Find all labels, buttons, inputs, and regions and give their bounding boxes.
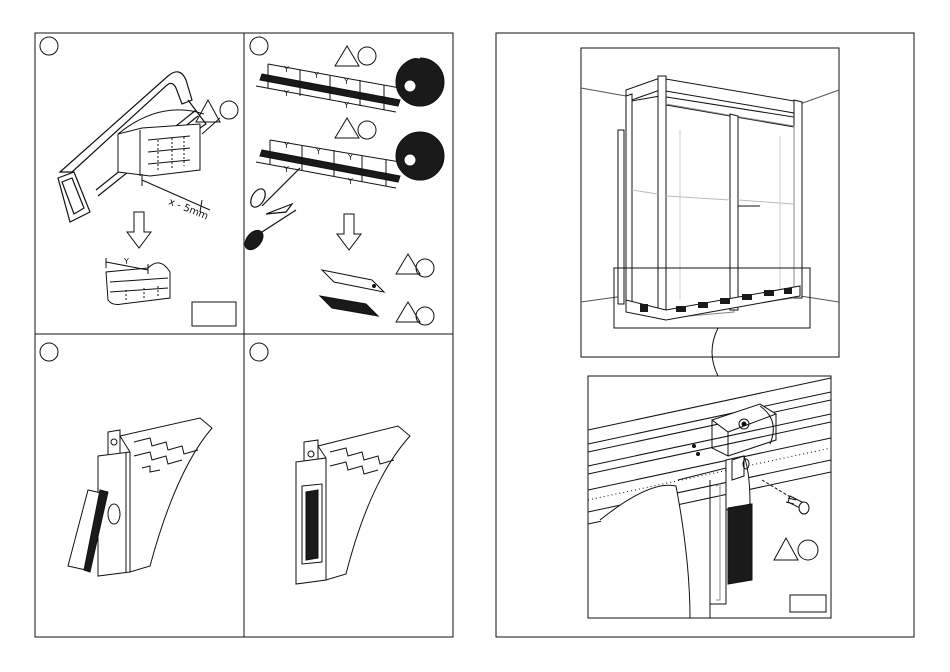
right-page-frame bbox=[496, 33, 914, 637]
arrow-down-icon bbox=[337, 214, 361, 250]
shower-enclosure bbox=[618, 76, 802, 320]
warning-triangle-icon bbox=[335, 46, 376, 66]
arrow-down-icon bbox=[127, 212, 151, 248]
warning-triangle-icon bbox=[196, 100, 238, 134]
tape-strip-lower bbox=[256, 140, 400, 188]
warning-triangle-icon bbox=[396, 254, 434, 277]
tape-strip-upper bbox=[256, 64, 400, 112]
tape-mark-label: Y bbox=[347, 177, 353, 186]
warning-triangle-icon bbox=[774, 538, 818, 560]
tape-mark-label: Y bbox=[315, 147, 321, 156]
right-page bbox=[496, 33, 914, 637]
scissors-icon bbox=[242, 168, 300, 253]
panel-1: x - 5mm Y bbox=[40, 37, 238, 326]
tape-mark-label: Y bbox=[283, 89, 289, 98]
panel-3 bbox=[40, 343, 212, 576]
zoom-connector bbox=[712, 328, 718, 376]
overview-frame bbox=[581, 48, 839, 376]
panel-2: Y Y Y Y Y Y Y Y Y Y bbox=[242, 37, 444, 325]
warning-triangle-icon bbox=[335, 118, 376, 139]
tape-mark-label: Y bbox=[283, 165, 289, 174]
step-circle-icon bbox=[250, 343, 268, 361]
tape-mark-label: Y bbox=[343, 101, 349, 110]
tape-mark-label: Y bbox=[347, 153, 353, 162]
cut-profile: Y bbox=[106, 257, 170, 305]
tape-mark-label: Y bbox=[313, 71, 319, 80]
cut-dimension: x - 5mm bbox=[142, 174, 210, 222]
part-label-box bbox=[790, 595, 826, 612]
profile-piece bbox=[118, 110, 204, 176]
part-label-box bbox=[192, 302, 236, 326]
warning-triangle-icon bbox=[396, 302, 434, 325]
tape-roll-icon bbox=[396, 58, 444, 107]
step-circle-icon bbox=[40, 37, 58, 55]
tape-roll-icon bbox=[396, 132, 444, 180]
tape-mark-label: Y bbox=[283, 141, 289, 150]
tape-piece-dark bbox=[320, 296, 378, 316]
bracket bbox=[296, 426, 410, 584]
panel-4 bbox=[250, 343, 410, 584]
step-circle-icon bbox=[250, 37, 268, 55]
width-label: Y bbox=[123, 257, 129, 266]
detail-frame bbox=[588, 376, 831, 618]
bracket bbox=[98, 418, 212, 576]
tape-piece-light bbox=[322, 270, 384, 292]
step-circle-icon bbox=[40, 343, 58, 361]
tape-mark-label: Y bbox=[343, 77, 349, 86]
tape-mark-label: Y bbox=[283, 65, 289, 74]
